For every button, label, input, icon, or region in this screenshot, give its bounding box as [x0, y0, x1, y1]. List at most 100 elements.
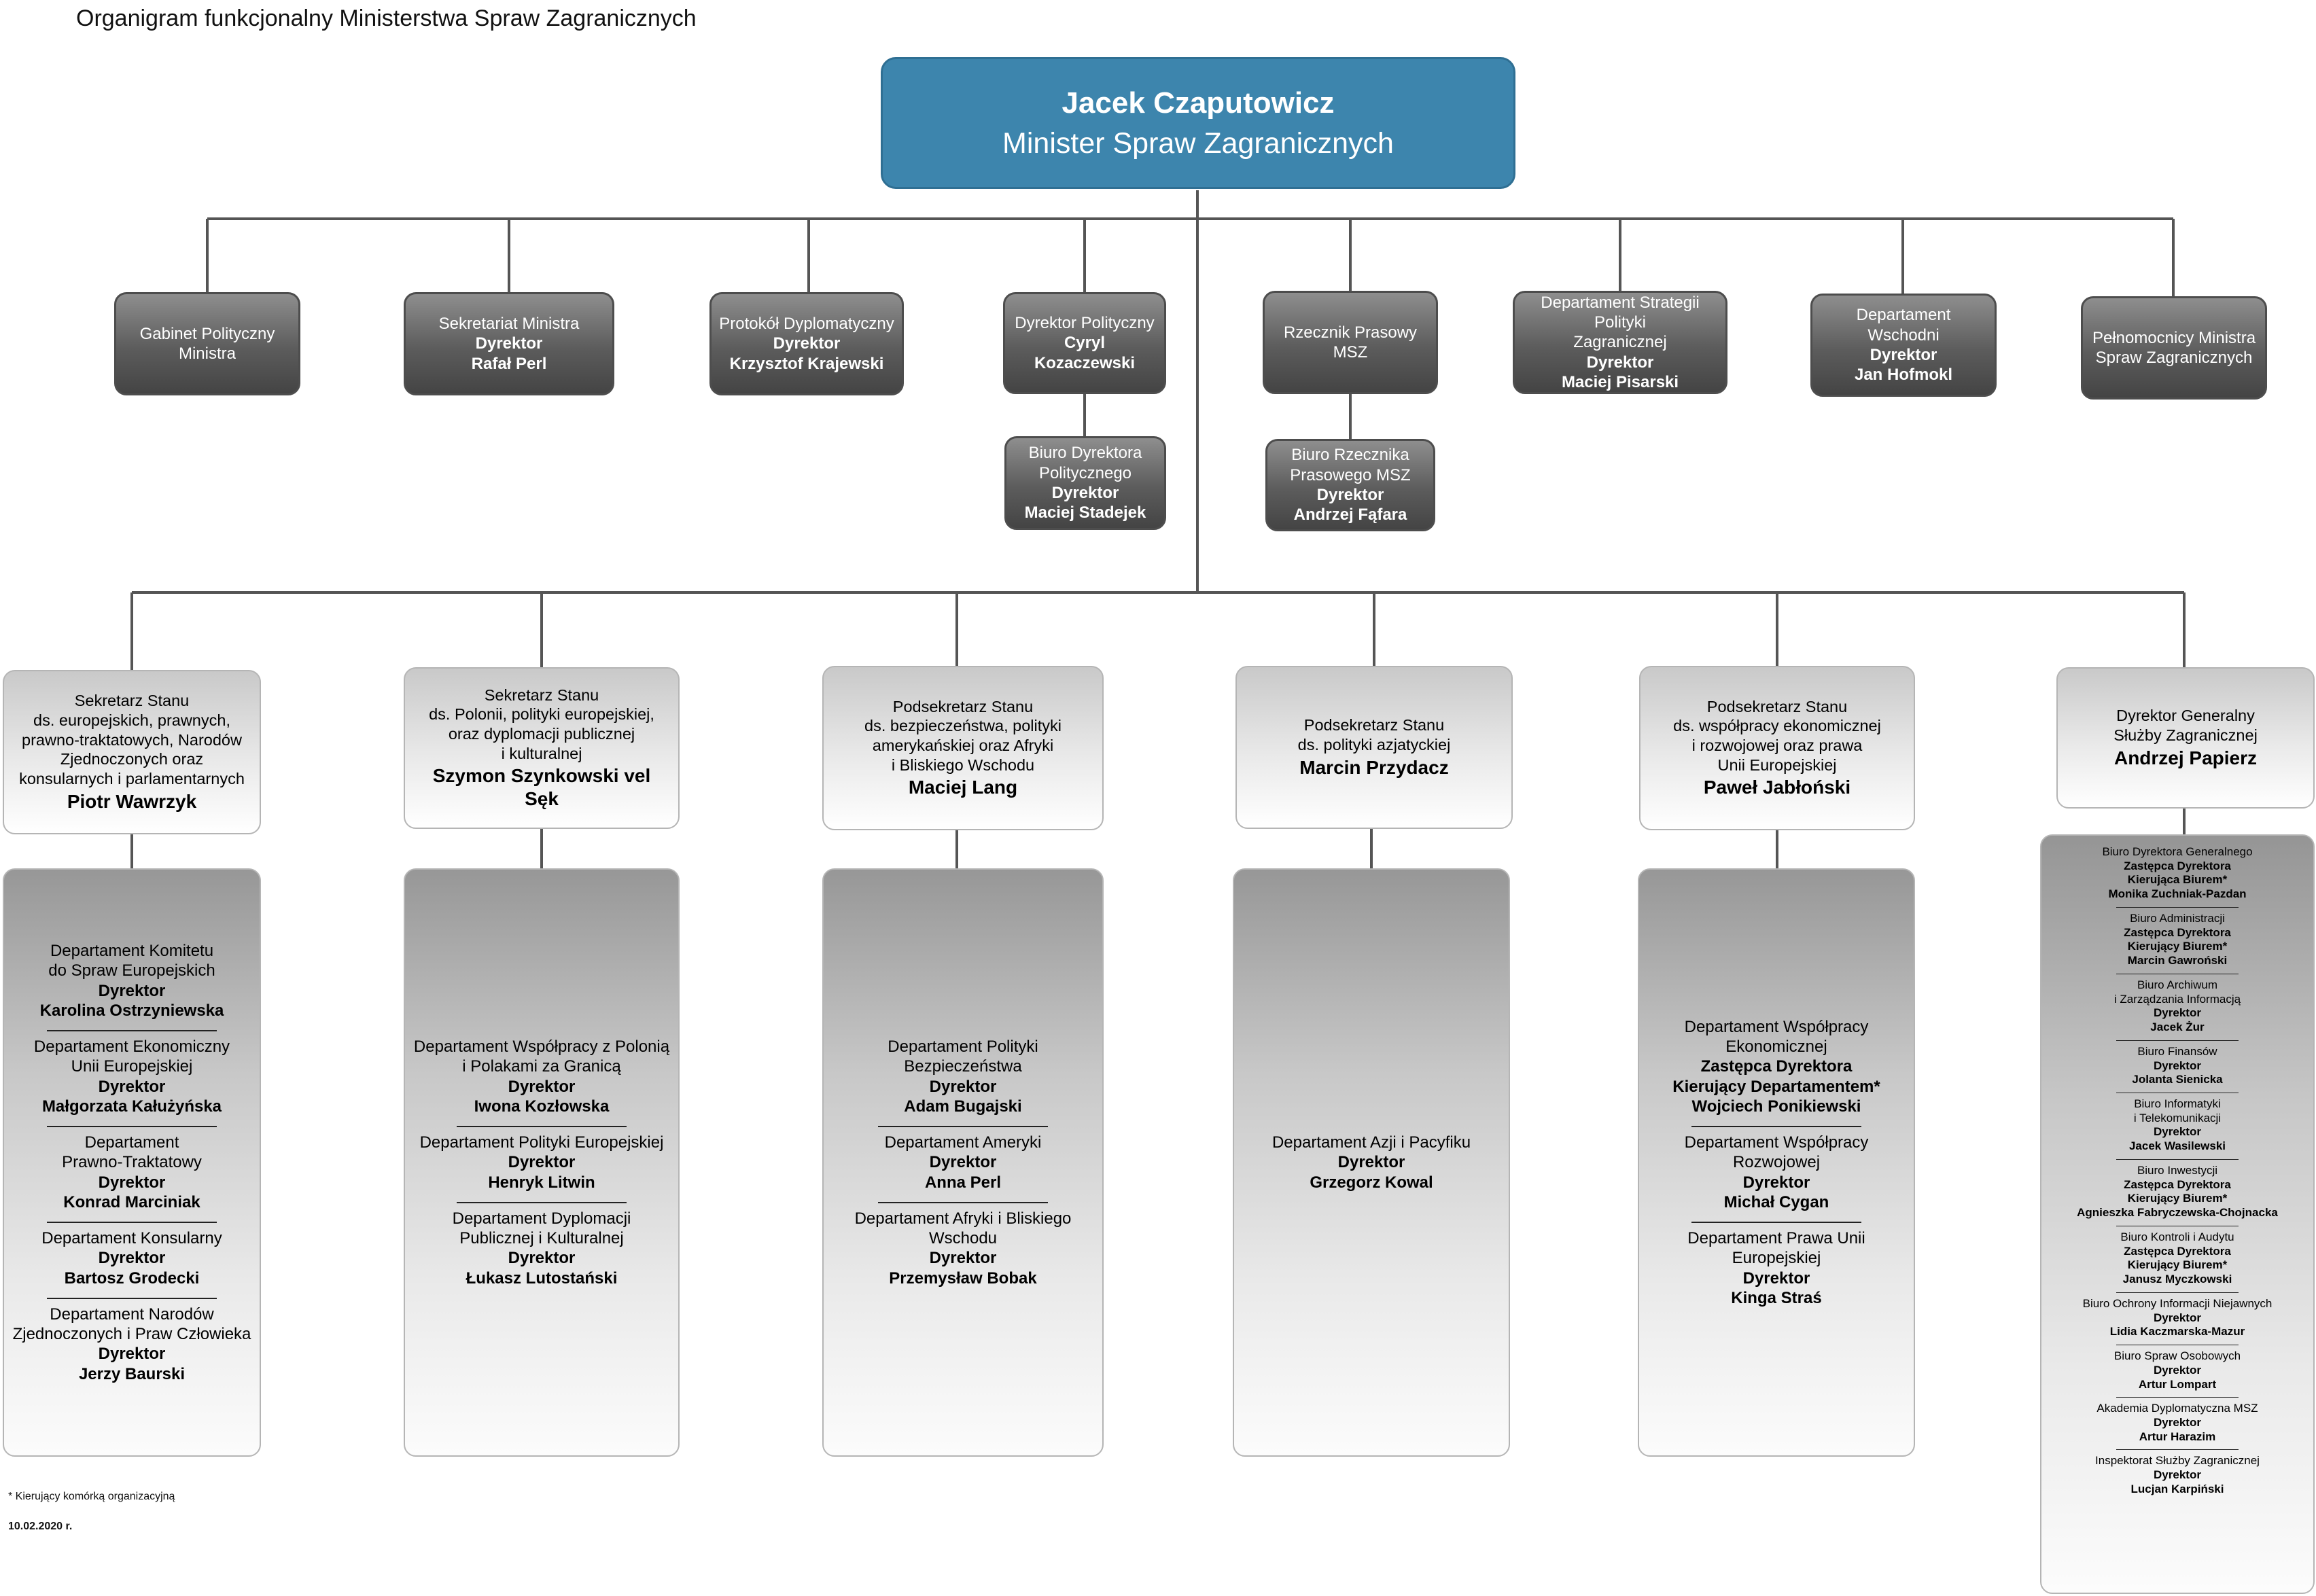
- department-name: Departament Współpracy z Polonią: [413, 1038, 670, 1057]
- unit-label: Politycznego: [1038, 463, 1132, 482]
- secretary-name: Andrzej Papierz: [2113, 747, 2258, 768]
- bureau-director: Dyrektor: [2154, 1468, 2201, 1482]
- unit-label: Zagranicznej: [1573, 333, 1667, 352]
- secretary-scope: i kulturalnej: [501, 744, 582, 762]
- unit-director: Krzysztof Krajewski: [729, 354, 884, 373]
- secretary-scope: Zjednoczonych oraz: [60, 750, 204, 768]
- unit-label: Departament Strategii Polityki: [1541, 293, 1700, 332]
- department-name: Wschodu: [928, 1229, 998, 1248]
- department-name: do Spraw Europejskich: [48, 961, 215, 980]
- separator-line: [47, 1297, 217, 1299]
- department-name: i Polakami za Granicą: [462, 1057, 621, 1076]
- separator-line: [47, 1222, 217, 1224]
- department-director: Grzegorz Kowal: [1310, 1173, 1433, 1192]
- secretary-scope: oraz dyplomacji publicznej: [448, 724, 635, 743]
- separator-line: [2116, 1449, 2239, 1451]
- bureau-director: Zastępca Dyrektora: [2124, 1177, 2231, 1191]
- secretary-name: Marcin Przydacz: [1299, 756, 1449, 778]
- bureau-director: Marcin Gawroński: [2127, 954, 2228, 968]
- date-label: 10.02.2020 r.: [8, 1521, 73, 1532]
- bureau-director: Kierujący Biurem*: [2127, 1258, 2228, 1272]
- unit-director: Jan Hofmokl: [1854, 366, 1953, 385]
- bureau-name: Biuro Informatyki: [2134, 1097, 2221, 1111]
- bureau-director: Agnieszka Fabryczewska-Chojnacka: [2077, 1206, 2278, 1220]
- bureau-name: i Telekomunikacji: [2133, 1111, 2222, 1124]
- unit-director: Dyrektor: [1870, 346, 1937, 364]
- bureau-director: Dyrektor: [2154, 1311, 2201, 1324]
- department-name: Departament Prawa Unii: [1687, 1229, 1865, 1248]
- secretary-scope: Sekretarz Stanu: [484, 686, 599, 704]
- secretary-scope: prawno-traktatowych, Narodów: [22, 730, 242, 749]
- separator-line: [1691, 1126, 1861, 1128]
- department-director: Dyrektor: [1742, 1269, 1810, 1288]
- secretary-scope: ds. europejskich, prawnych,: [33, 711, 230, 729]
- secretary-name: Paweł Jabłoński: [1703, 777, 1851, 798]
- unit-director: Cyryl Kozaczewski: [1034, 334, 1136, 372]
- department-name: Departament Ameryki: [884, 1133, 1042, 1152]
- bureau-director: Kierujący Biurem*: [2127, 1192, 2228, 1205]
- separator-line: [2116, 1158, 2239, 1160]
- department-director: Dyrektor: [98, 1249, 166, 1268]
- minister-box: Jacek Czaputowicz Minister Spraw Zagrani…: [881, 57, 1515, 189]
- department-name: Departament Polityki: [888, 1038, 1038, 1057]
- unit-label: Spraw Zagranicznych: [2095, 349, 2253, 367]
- chart-title: Organigram funkcjonalny Ministerstwa Spr…: [76, 5, 697, 31]
- department-name: Departament Dyplomacji: [452, 1209, 631, 1228]
- department-director: Łukasz Lutostański: [466, 1269, 618, 1288]
- bureau-director: Lucjan Karpiński: [2130, 1482, 2224, 1495]
- bureau-name: Akademia Dyplomatyczna MSZ: [2096, 1402, 2258, 1415]
- unit-label: Biuro Dyrektora: [1028, 444, 1142, 463]
- unit-director: Maciej Stadejek: [1024, 503, 1146, 522]
- bureau-name: Inspektorat Służby Zagranicznej: [2095, 1454, 2260, 1468]
- bureau-director: Janusz Myczkowski: [2122, 1273, 2232, 1286]
- bureau-name: Biuro Kontroli i Audytu: [2120, 1230, 2234, 1243]
- department-name: Departament Ekonomiczny: [33, 1038, 230, 1057]
- bureau-name: Biuro Archiwum: [2137, 978, 2218, 991]
- bureau-name: Biuro Inwestycji: [2137, 1163, 2218, 1177]
- department-director: Kierujący Departamentem*: [1672, 1077, 1880, 1096]
- department-director: Konrad Marciniak: [63, 1192, 200, 1211]
- bureau-director: Jacek Wasilewski: [2128, 1139, 2226, 1153]
- secretary-scope: Podsekretarz Stanu: [892, 697, 1034, 715]
- secretary-scope: i rozwojowej oraz prawa: [1691, 736, 1863, 754]
- bureau-director: Dyrektor: [2154, 1415, 2201, 1429]
- department-director: Anna Perl: [924, 1173, 1001, 1192]
- bureau-director: Zastępca Dyrektora: [2124, 925, 2231, 939]
- unit-label: Rzecznik Prasowy: [1283, 323, 1418, 342]
- separator-line: [457, 1201, 627, 1203]
- unit-director: Andrzej Fąfara: [1293, 506, 1407, 525]
- department-director: Kinga Straś: [1731, 1288, 1822, 1307]
- bureau-director: Kierująca Biurem*: [2127, 873, 2228, 887]
- unit-director: Dyrektor: [1051, 484, 1119, 502]
- department-director: Dyrektor: [929, 1153, 997, 1172]
- department-name: Departament Współpracy: [1684, 1133, 1869, 1152]
- bureau-name: Biuro Dyrektora Generalnego: [2102, 845, 2253, 858]
- unit-director: Dyrektor: [475, 334, 543, 353]
- bureau-director: Jacek Żur: [2150, 1021, 2205, 1034]
- department-director: Dyrektor: [929, 1077, 997, 1096]
- separator-line: [878, 1201, 1048, 1203]
